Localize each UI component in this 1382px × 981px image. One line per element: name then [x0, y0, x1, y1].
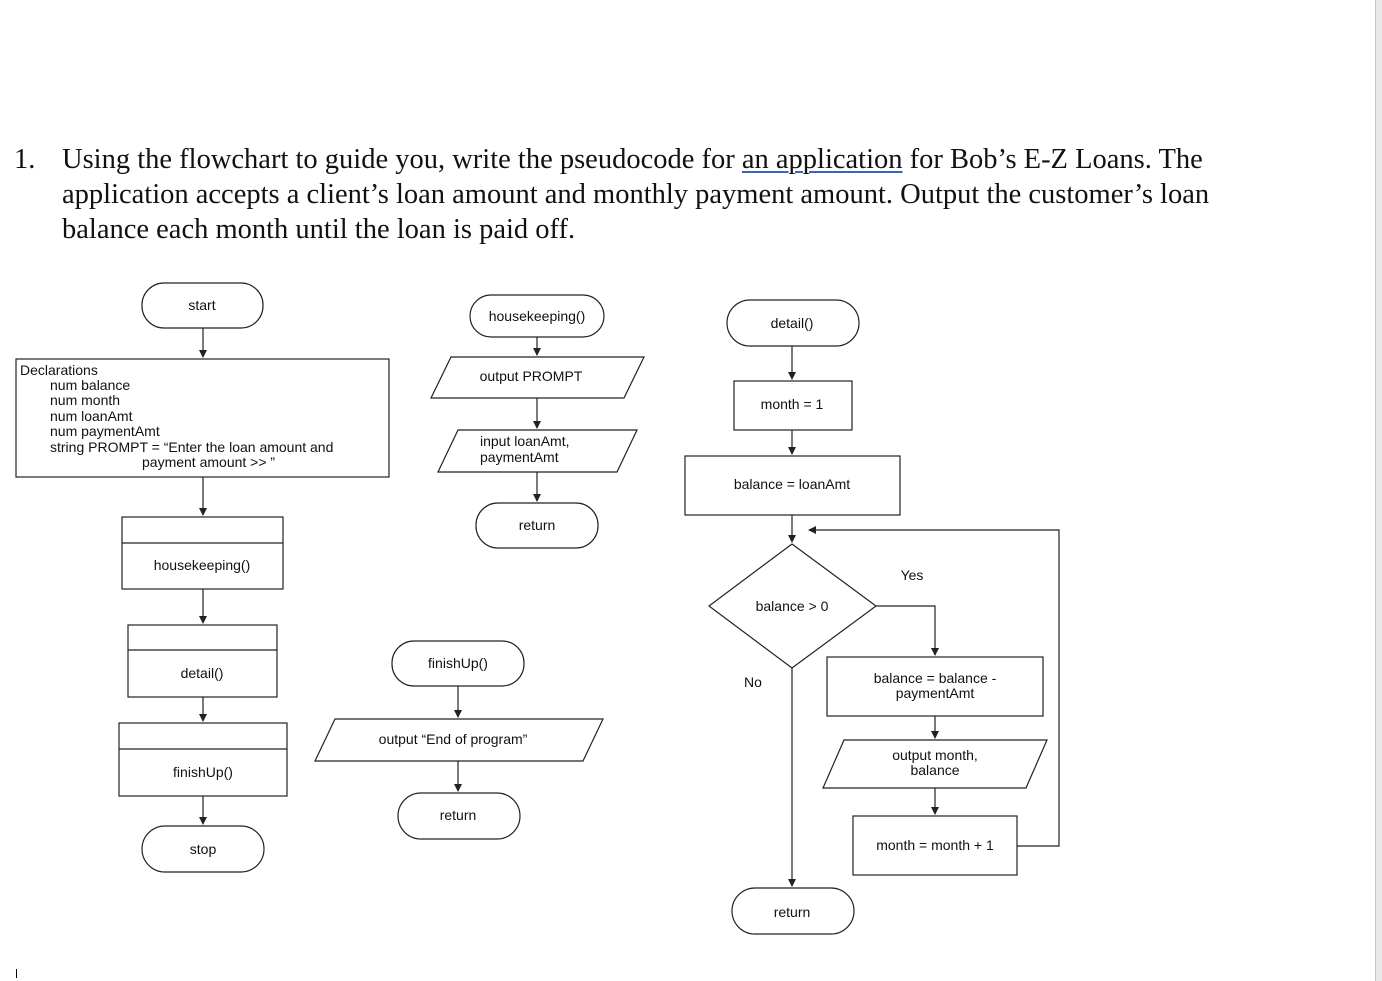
month-init-box — [733, 380, 853, 431]
finishup-call-box — [118, 722, 288, 797]
declarations-line-7: payment amount >> ” — [142, 454, 275, 470]
finishup-return-label: return — [440, 807, 477, 823]
detail-return-label: return — [774, 904, 811, 920]
stop-label: stop — [190, 841, 217, 857]
arrow-loop-back — [808, 526, 1060, 847]
output-month-balance-line-1: output month, — [892, 747, 978, 763]
arrow-decision-yes — [876, 605, 939, 656]
balance-init-label: balance = loanAmt — [734, 476, 850, 492]
month-increment-label: month = month + 1 — [876, 837, 994, 853]
question-number: 1. — [14, 144, 36, 175]
detail-return-terminal — [731, 887, 855, 935]
output-end-label: output “End of program” — [379, 731, 528, 747]
question-link[interactable]: an application — [741, 144, 903, 175]
subtract-label-line-1: balance = balance - — [874, 670, 997, 686]
finishup-header-label: finishUp() — [428, 655, 488, 671]
balance-init-box — [684, 455, 901, 516]
output-prompt-parallelogram — [430, 356, 645, 399]
detail-header-label: detail() — [771, 315, 814, 331]
housekeeping-return-label: return — [519, 517, 556, 533]
declarations-line-5: num paymentAmt — [50, 423, 160, 439]
month-increment-box — [852, 815, 1018, 876]
detail-call-box — [127, 624, 278, 698]
decision-label: balance > 0 — [756, 598, 829, 614]
output-month-balance-line-2: balance — [910, 762, 959, 778]
output-month-balance-parallelogram — [822, 739, 1048, 789]
finishup-return-terminal — [397, 792, 521, 840]
declarations-line-1: Declarations — [20, 362, 98, 378]
subtract-payment-box — [826, 656, 1044, 717]
finishup-call-label: finishUp() — [173, 764, 233, 780]
input-label-line-1: input loanAmt, — [480, 433, 570, 449]
output-end-parallelogram — [314, 718, 604, 762]
question-text-start: Using the flowchart to guide you, write … — [62, 144, 742, 175]
no-label: No — [744, 674, 762, 690]
yes-label: Yes — [901, 567, 924, 583]
housekeeping-return-terminal — [475, 502, 599, 549]
question-text-end: for Bob’s E-Z Loans. The application acc… — [62, 144, 1210, 245]
housekeeping-call-label: housekeeping() — [154, 557, 251, 573]
page-edge-scroll-region — [1375, 0, 1382, 981]
text-cursor — [16, 969, 17, 978]
detail-call-label: detail() — [181, 665, 224, 681]
housekeeping-header-label: housekeeping() — [489, 308, 586, 324]
start-label: start — [188, 297, 215, 313]
declarations-box — [15, 358, 390, 478]
output-prompt-label: output PROMPT — [480, 368, 583, 384]
declarations-line-4: num loanAmt — [50, 408, 133, 424]
declarations-line-3: num month — [50, 392, 120, 408]
input-label-line-2: paymentAmt — [480, 449, 559, 465]
subtract-label-line-2: paymentAmt — [896, 685, 975, 701]
input-parallelogram — [437, 429, 638, 473]
month-init-label: month = 1 — [761, 396, 824, 412]
question-body: Using the flowchart to guide you, write … — [62, 142, 1212, 247]
housekeeping-call-box — [121, 516, 284, 590]
detail-header-terminal — [726, 299, 860, 347]
declarations-line-6: string PROMPT = “Enter the loan amount a… — [50, 439, 333, 455]
stop-terminal — [141, 825, 265, 873]
declarations-line-2: num balance — [50, 377, 130, 393]
